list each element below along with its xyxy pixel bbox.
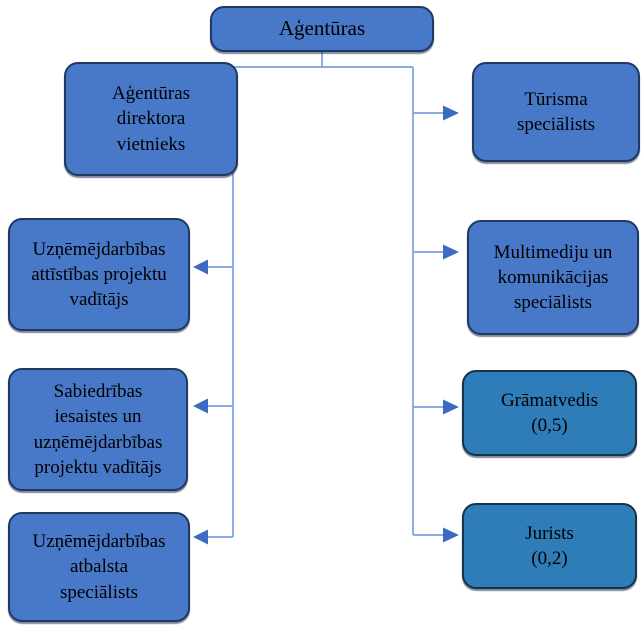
- node-turisma-specialists: Tūrisma speciālists: [472, 62, 640, 162]
- arrow-left-3-icon: [193, 529, 208, 545]
- arrow-right-2-icon: [443, 244, 459, 260]
- node-multimediju-specialists: Multimediju un komunikācijas speciālists: [467, 220, 639, 335]
- node-jurists: Jurists (0,2): [462, 503, 637, 589]
- arrow-left-1-icon: [193, 259, 208, 275]
- node-gramatvedis: Grāmatvedis (0,5): [462, 370, 637, 456]
- arrow-right-3-icon: [443, 399, 459, 415]
- arrow-left-2-icon: [193, 398, 208, 414]
- node-atbalsta-specialists: Uzņēmējdarbības atbalsta speciālists: [8, 512, 190, 622]
- node-sabiedribas-iesaistes-vaditajs: Sabiedrības iesaistes un uzņēmējdarbības…: [8, 368, 188, 491]
- arrow-right-1-icon: [443, 105, 459, 121]
- node-agenturas: Aģentūras: [210, 6, 434, 52]
- node-attistibas-projektu-vaditajs: Uzņēmējdarbības attīstības projektu vadī…: [8, 218, 190, 331]
- node-direktora-vietnieks: Aģentūras direktora vietnieks: [64, 62, 238, 176]
- arrow-right-4-icon: [443, 527, 459, 543]
